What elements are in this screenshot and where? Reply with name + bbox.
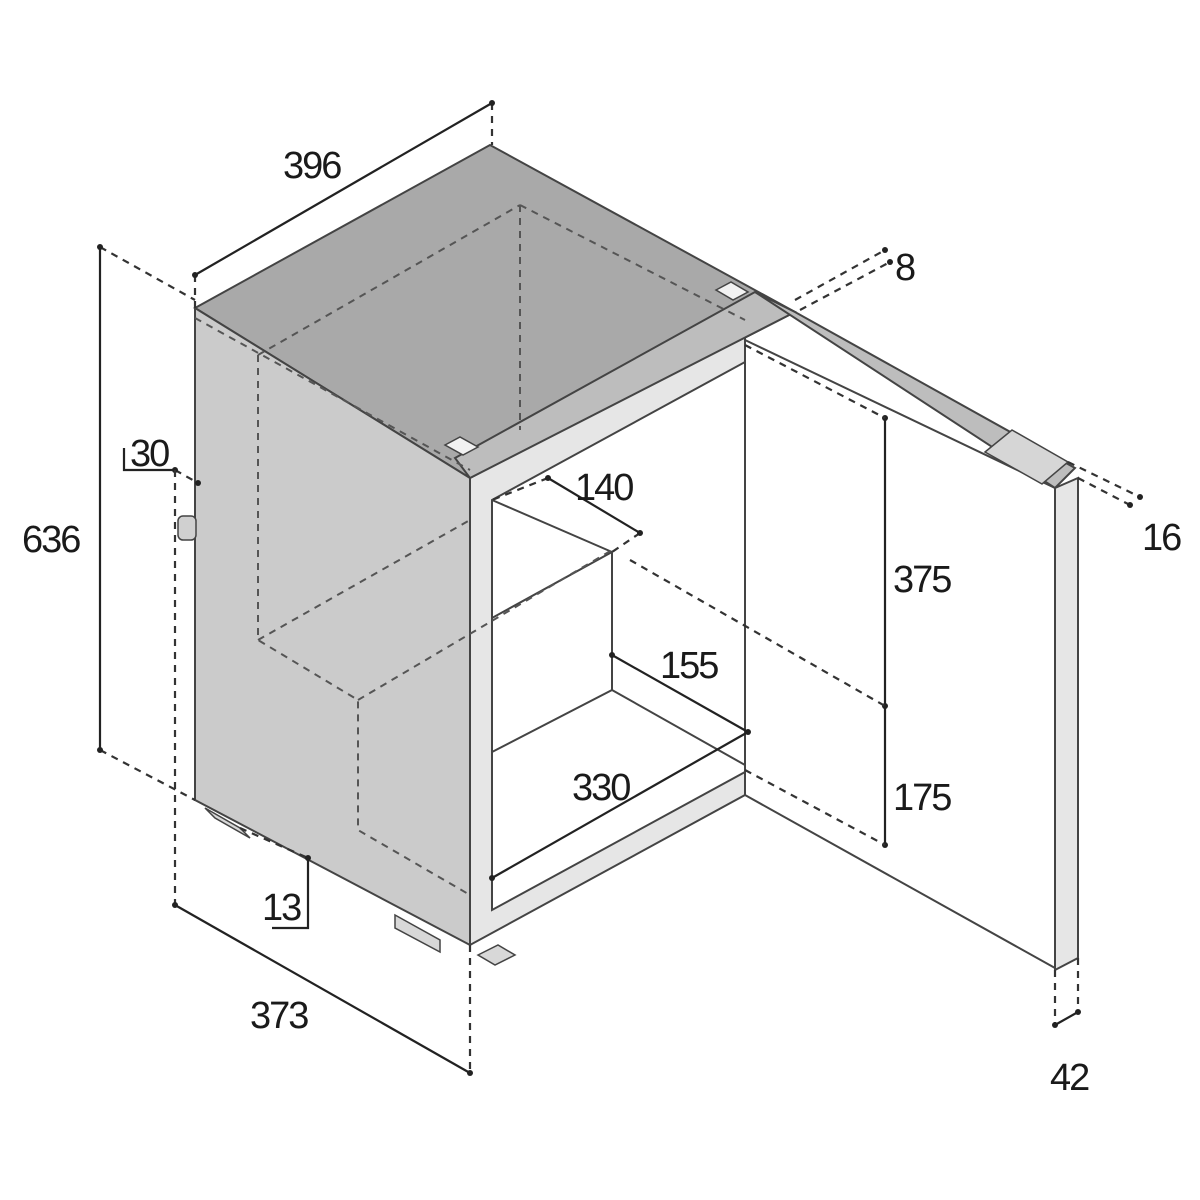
hidden-edges	[194, 204, 746, 896]
dim-label-140: 140	[575, 467, 633, 509]
dim-label-155: 155	[660, 645, 718, 687]
dim-label-13: 13	[262, 887, 301, 929]
cabinet	[177, 143, 798, 966]
door-edge	[1054, 476, 1079, 972]
door-top-bar	[754, 291, 1077, 490]
upper-shelf-back	[491, 499, 613, 553]
cabinet-opening	[491, 360, 746, 912]
top-tab-right	[714, 281, 750, 301]
dim-label-396: 396	[283, 145, 341, 187]
dim-label-8: 8	[895, 247, 915, 289]
foot-front-left	[394, 913, 441, 954]
top-tab-left	[443, 436, 480, 456]
dimension-lines	[97, 100, 1143, 1076]
dim-label-175: 175	[893, 777, 951, 819]
dim-label-30: 30	[130, 433, 169, 475]
side-handle	[177, 515, 197, 541]
dim-label-373: 373	[250, 995, 308, 1037]
foot-left	[204, 807, 251, 839]
foot-front-right	[476, 944, 517, 966]
dim-label-330: 330	[572, 767, 630, 809]
dim-label-375: 375	[893, 559, 951, 601]
lower-shelf-back	[611, 689, 746, 766]
door	[744, 291, 1079, 972]
dim-label-636: 636	[22, 519, 80, 561]
dim-label-16: 16	[1142, 517, 1181, 559]
dim-label-42: 42	[1050, 1057, 1089, 1099]
dimension-labels: 396 8 30 636 140 375 155 175 330 13 373 …	[22, 145, 1183, 1099]
